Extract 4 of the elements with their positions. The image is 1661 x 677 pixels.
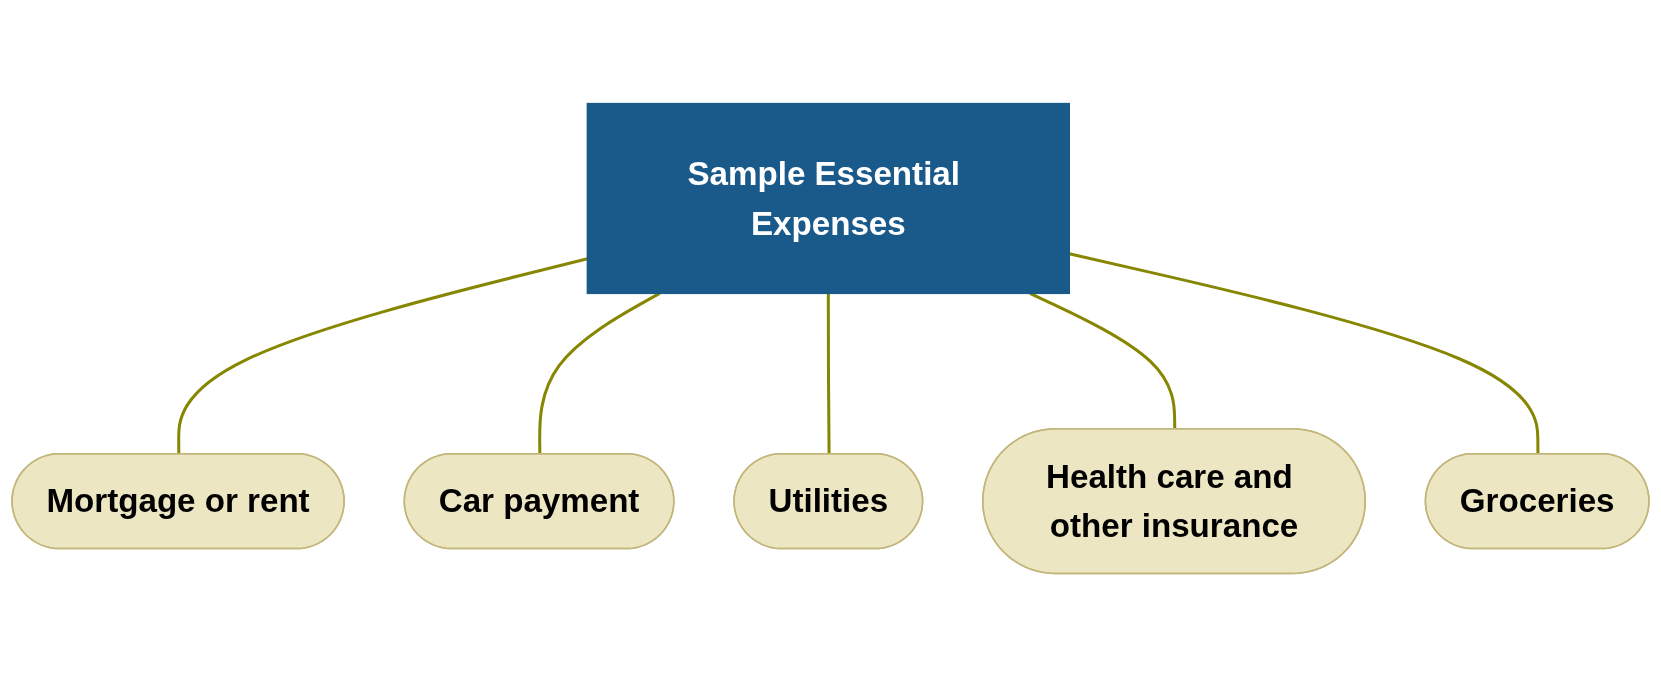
node-box: Sample Essential Expenses xyxy=(586,102,1070,295)
connector xyxy=(826,293,831,455)
connector xyxy=(177,257,588,455)
connector xyxy=(538,292,661,455)
